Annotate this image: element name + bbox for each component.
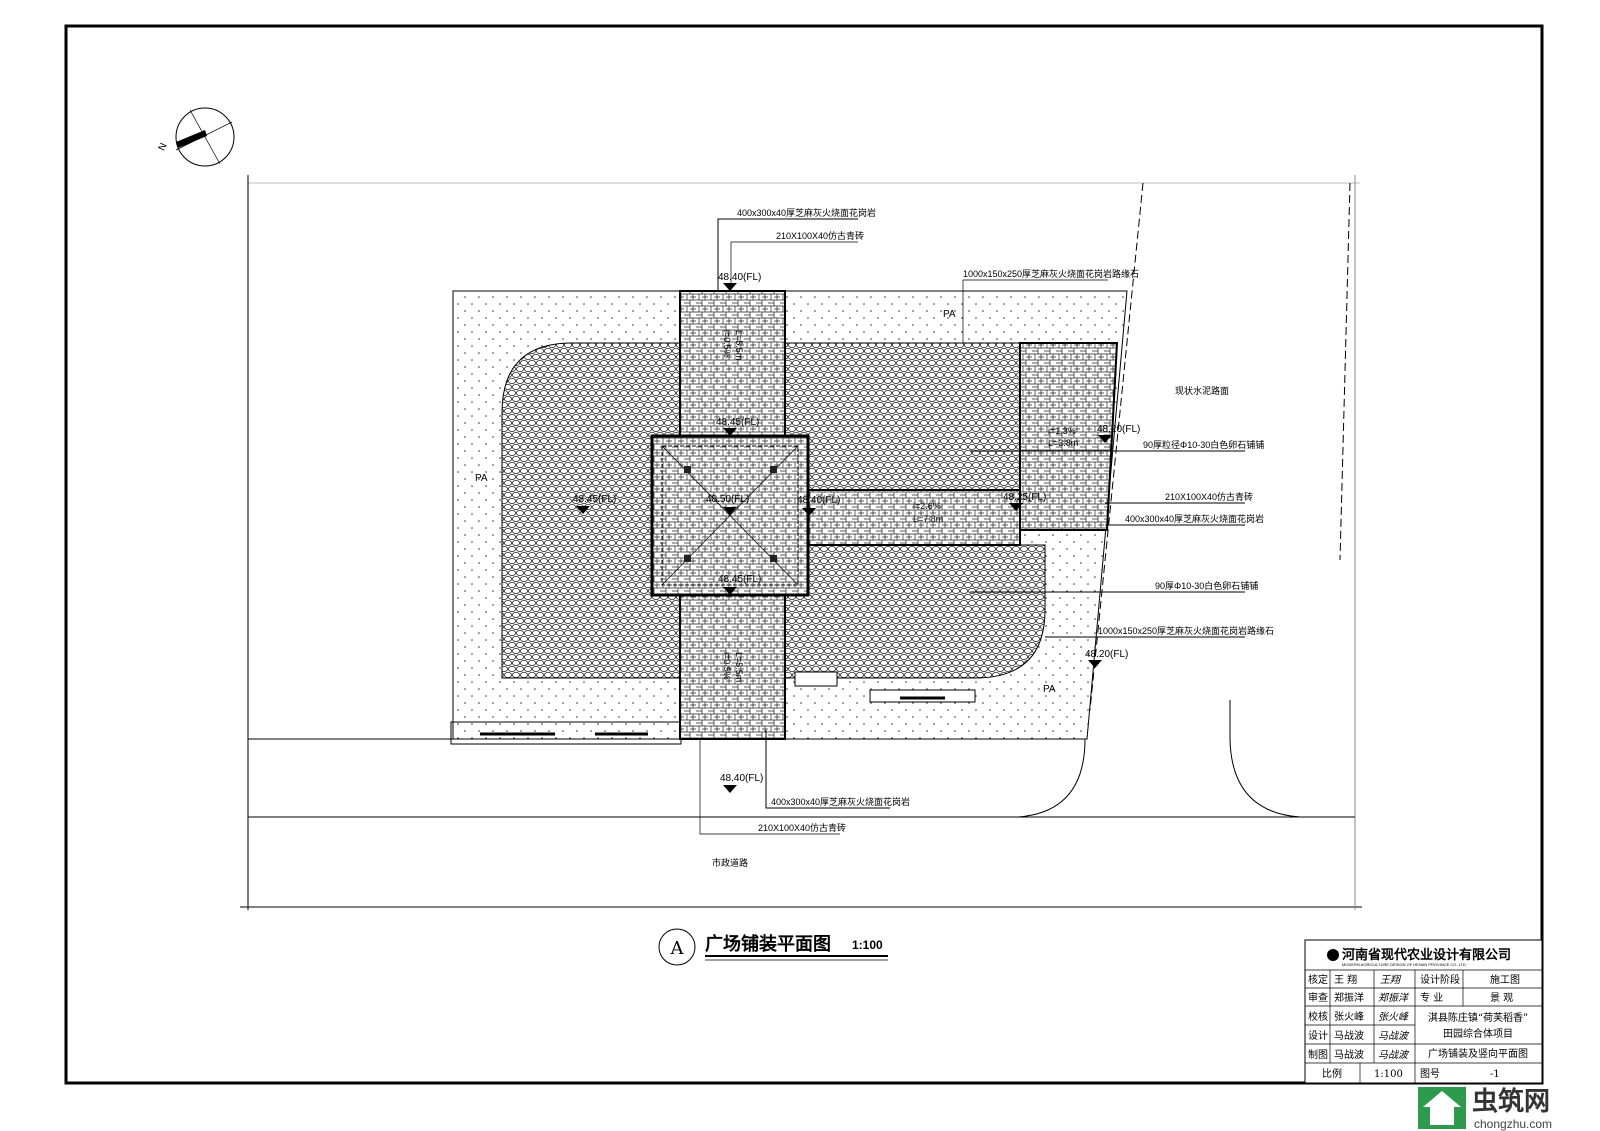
role-label: 核定 [1308, 973, 1328, 986]
slope-label: i=0.5% [722, 330, 732, 358]
project-name-line2: 田园综合体项目 [1443, 1027, 1513, 1040]
scale-label: 比例 [1322, 1067, 1342, 1080]
title-block-row: 设计 马战波 马战波 [1308, 1029, 1410, 1042]
elevation-label: 48.45(FL) [573, 494, 616, 505]
plaza-plan [450, 290, 1128, 745]
section-mark: A [670, 938, 685, 959]
role-label: 审查 [1308, 991, 1328, 1004]
person-name: 马战波 [1334, 1048, 1364, 1061]
bench [794, 671, 838, 687]
callout-label: 400x300x40厚芝麻灰火烧面花岗岩 [1125, 513, 1264, 524]
callout-label: 210X100X40仿古青砖 [776, 230, 864, 241]
watermark-url: chongzhu.com [1474, 1117, 1552, 1131]
sheet-border [64, 24, 1544, 1085]
elevation-label: 48.20(FL) [1097, 424, 1140, 435]
pebble-area-west [501, 342, 681, 679]
callout-label: 210X100X40仿古青砖 [1165, 491, 1253, 502]
bench [869, 689, 976, 703]
role-label: 校核 [1308, 1010, 1328, 1023]
person-name: 王 翔 [1334, 973, 1357, 986]
drawing-scale: 1:100 [852, 938, 883, 952]
callout-label: 90厚粒径Φ10-30白色卵石铺铺 [1143, 439, 1264, 450]
person-name: 马战波 [1334, 1029, 1364, 1042]
person-name: 郑振洋 [1334, 991, 1364, 1004]
drawing-frame [240, 175, 1362, 910]
watermark-brand: 虫筑网 [1472, 1086, 1550, 1117]
title-block: 河南省现代农业设计有限公司 MODERN AGRICULTURE DESIGN … [1304, 939, 1543, 1084]
elevation-label: 48.20(FL) [1085, 649, 1128, 660]
watermark-logo: 虫筑网 chongzhu.com [1418, 1086, 1552, 1131]
municipal-road-label: 市政道路 [712, 857, 748, 868]
slope-label: i=2.6% [913, 501, 941, 511]
company-name: 河南省现代农业设计有限公司 [1342, 947, 1511, 963]
slope-length: L=7.8m [913, 514, 943, 524]
sheet-title: 广场铺装及竖向平面图 [1428, 1047, 1528, 1060]
company-logo-icon [1327, 949, 1339, 961]
drawing-title-text: 广场铺装平面图 [705, 933, 831, 955]
role-label: 制图 [1308, 1048, 1328, 1061]
phase-label: 设计阶段 [1420, 973, 1460, 986]
callout-label: 1000x150x250厚芝麻灰火烧面花岗岩路缘石 [1098, 625, 1274, 636]
signature: 张火峰 [1378, 1011, 1409, 1023]
pebble-area-southeast [784, 544, 1046, 679]
north-arrow-icon: N [157, 107, 235, 167]
person-name: 张火峰 [1334, 1011, 1364, 1023]
north-label: N [157, 141, 170, 152]
signature: 王翔 [1380, 974, 1402, 986]
signature: 郑振洋 [1378, 992, 1409, 1004]
elevation-label: 48.50(FL) [706, 494, 749, 505]
elevation-label: 48.45(FL) [718, 574, 761, 585]
elevation-label: 48.40(FL) [720, 773, 763, 784]
callout-label: 90厚Φ10-30白色卵石铺铺 [1155, 580, 1258, 591]
elevation-markers: 48.40(FL) 48.45(FL) 48.50(FL) 48.40(FL) … [573, 272, 1140, 793]
brick-area-east [1019, 342, 1119, 531]
sheet-no-value: -1 [1490, 1069, 1500, 1080]
title-block-row: 制图 马战波 马战波 [1308, 1048, 1410, 1061]
callout-label: 1000x150x250厚芝麻灰火烧面花岗岩路缘石 [963, 268, 1139, 279]
discipline-label: 专 业 [1420, 991, 1443, 1004]
discipline-value: 景 观 [1490, 992, 1513, 1004]
slope-labels: i=0.5% L=5.5m i=0.5% L=5.5m i=2.6% L=7.8… [722, 330, 1078, 682]
elevation-label: 48.25(FL) [1003, 492, 1046, 503]
slope-label: i=1.3% [1048, 426, 1076, 436]
slope-length: L=5.5m [734, 652, 744, 682]
material-callouts: 400x300x40厚芝麻灰火烧面花岗岩 210X100X40仿古青砖 1000… [699, 207, 1274, 835]
title-block-row: 校核 张火峰 张火峰 [1308, 1010, 1409, 1023]
title-block-row: 审查 郑振洋 郑振洋 [1308, 991, 1409, 1004]
slope-length: L=3.8m [1048, 438, 1078, 448]
existing-road-label: 现状水泥路面 [1175, 385, 1229, 396]
signature: 马战波 [1378, 1030, 1410, 1042]
area-label-pa: PA [475, 473, 488, 484]
callout-label: 400x300x40厚芝麻灰火烧面花岗岩 [737, 207, 876, 218]
callout-label: 210X100X40仿古青砖 [758, 822, 846, 833]
project-name: 淇县陈庄镇“荷芙稻香” [1428, 1011, 1528, 1024]
sheet-no-label: 图号 [1420, 1068, 1440, 1080]
area-label-pa: PA [1043, 684, 1056, 695]
phase-value: 施工图 [1490, 973, 1520, 986]
elevation-label: 48.40(FL) [797, 495, 840, 506]
drawing-title: A 广场铺装平面图 1:100 [658, 928, 888, 966]
company-name-en: MODERN AGRICULTURE DESIGN OF HENAN PROVI… [1342, 962, 1466, 967]
title-block-row: 核定 王 翔 王翔 [1308, 973, 1402, 986]
role-label: 设计 [1308, 1029, 1328, 1042]
signature: 马战波 [1378, 1049, 1410, 1061]
elevation-label: 48.40(FL) [718, 272, 761, 283]
callout-label: 400x300x40厚芝麻灰火烧面花岗岩 [771, 796, 910, 807]
slope-label: i=0.5% [722, 652, 732, 680]
slope-length: L=5.5m [734, 330, 744, 360]
scale-value: 1:100 [1374, 1069, 1403, 1080]
pebble-area-northeast [784, 342, 1021, 491]
elevation-label: 48.45(FL) [716, 417, 759, 428]
area-label-pa: PA [943, 309, 956, 320]
